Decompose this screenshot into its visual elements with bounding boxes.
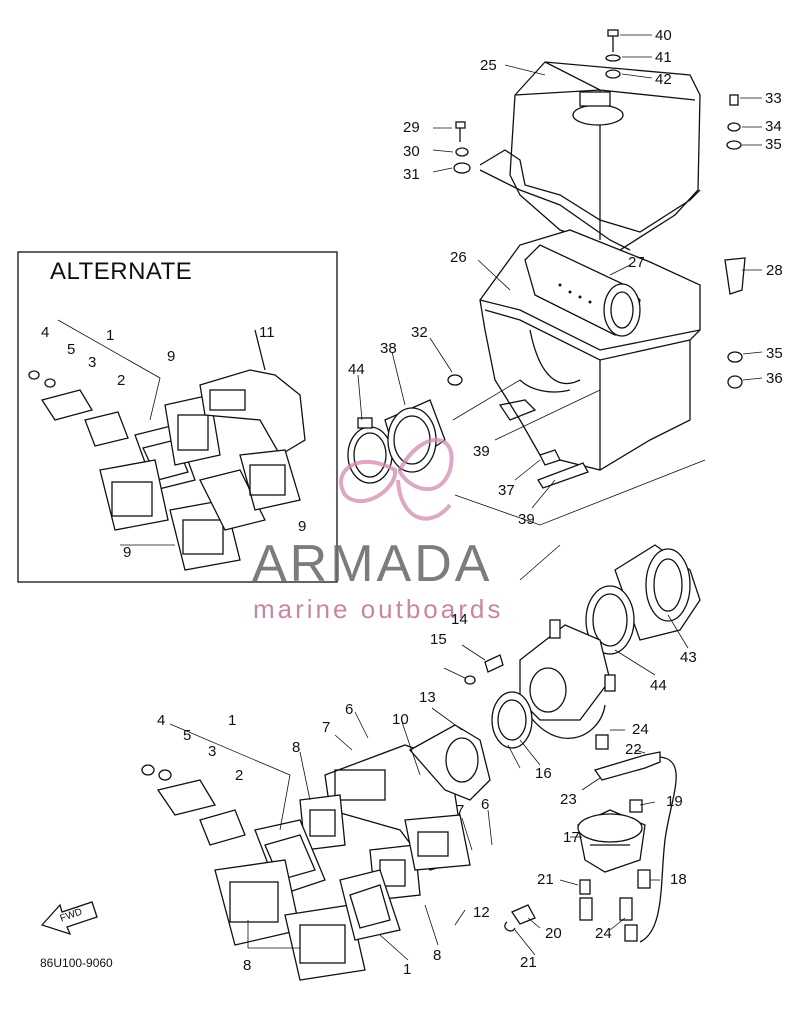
callout: 40 [655, 27, 672, 44]
callout: 1 [106, 327, 115, 344]
callout: 31 [403, 166, 420, 183]
leader-lines [357, 34, 763, 581]
callout: 23 [560, 791, 577, 808]
bolts-washers-top [447, 29, 746, 489]
reed-valve-main [141, 764, 401, 981]
callout: 9 [298, 518, 307, 535]
callout: 39 [473, 443, 490, 460]
callout: 34 [765, 118, 782, 135]
callout: 18 [670, 871, 687, 888]
drawing-code: 86U100-9060 [40, 956, 113, 970]
callout: 8 [433, 947, 442, 964]
callout: 24 [632, 721, 649, 738]
watermark-brand: ARMADA [252, 535, 493, 593]
alternate-title: ALTERNATE [50, 258, 193, 285]
callout: 7 [456, 802, 465, 819]
callout: 25 [480, 57, 497, 74]
joint-and-clamp-upper [347, 399, 446, 484]
callout: 15 [430, 631, 447, 648]
callout: 6 [481, 796, 490, 813]
intake-manifold-main [299, 724, 491, 901]
callout: 3 [208, 743, 217, 760]
callout: 1 [228, 712, 237, 729]
callout: 43 [680, 649, 697, 666]
callout: 5 [67, 341, 76, 358]
callout: 9 [167, 348, 176, 365]
callout: 37 [498, 482, 515, 499]
callout: 10 [392, 711, 409, 728]
callout: 26 [450, 249, 467, 266]
callout: 20 [545, 925, 562, 942]
callout: 42 [655, 71, 672, 88]
carb-joint-assembly [491, 544, 701, 749]
callout: 2 [235, 767, 244, 784]
callout: 22 [625, 741, 642, 758]
callout: 4 [41, 324, 50, 341]
callout: 33 [765, 90, 782, 107]
callout: 6 [345, 701, 354, 718]
callout: 4 [157, 712, 166, 729]
callout: 8 [243, 957, 252, 974]
callout: 36 [766, 370, 783, 387]
callout: 27 [628, 254, 645, 271]
fwd-arrow-icon [40, 901, 98, 936]
callout: 24 [595, 925, 612, 942]
callout: 8 [292, 739, 301, 756]
callout: 19 [666, 793, 683, 810]
callout: 32 [411, 324, 428, 341]
callout: 17 [563, 829, 580, 846]
armada-watermark-logo [339, 438, 454, 521]
callout: 5 [183, 727, 192, 744]
callout: 28 [766, 262, 783, 279]
callout: 44 [348, 361, 365, 378]
callout: 44 [650, 677, 667, 694]
callout: 3 [88, 354, 97, 371]
callout: 41 [655, 49, 672, 66]
callout: 29 [403, 119, 420, 136]
silencer-cover [479, 61, 701, 251]
callout: 13 [419, 689, 436, 706]
callout: 16 [535, 765, 552, 782]
callout: 7 [322, 719, 331, 736]
silencer-case [479, 229, 701, 471]
callout: 39 [518, 511, 535, 528]
bolts-14-15 [464, 654, 504, 685]
callout: 1 [403, 961, 412, 978]
callout: 2 [117, 372, 126, 389]
alternate-reed-valve [28, 319, 306, 571]
callout: 35 [766, 345, 783, 362]
callout: 38 [380, 340, 397, 357]
callout: 11 [259, 324, 275, 341]
callout: 35 [765, 136, 782, 153]
leader-lines-lower [169, 614, 689, 961]
callout: 12 [473, 904, 490, 921]
callout: 21 [537, 871, 554, 888]
callout: 21 [520, 954, 537, 971]
watermark-tagline: marine outboards [253, 594, 504, 624]
callout: 14 [451, 611, 468, 628]
callout: 30 [403, 143, 420, 160]
alternate-inset-frame [17, 251, 338, 583]
callout: 9 [123, 544, 132, 561]
fuel-pump-assembly [504, 734, 677, 943]
